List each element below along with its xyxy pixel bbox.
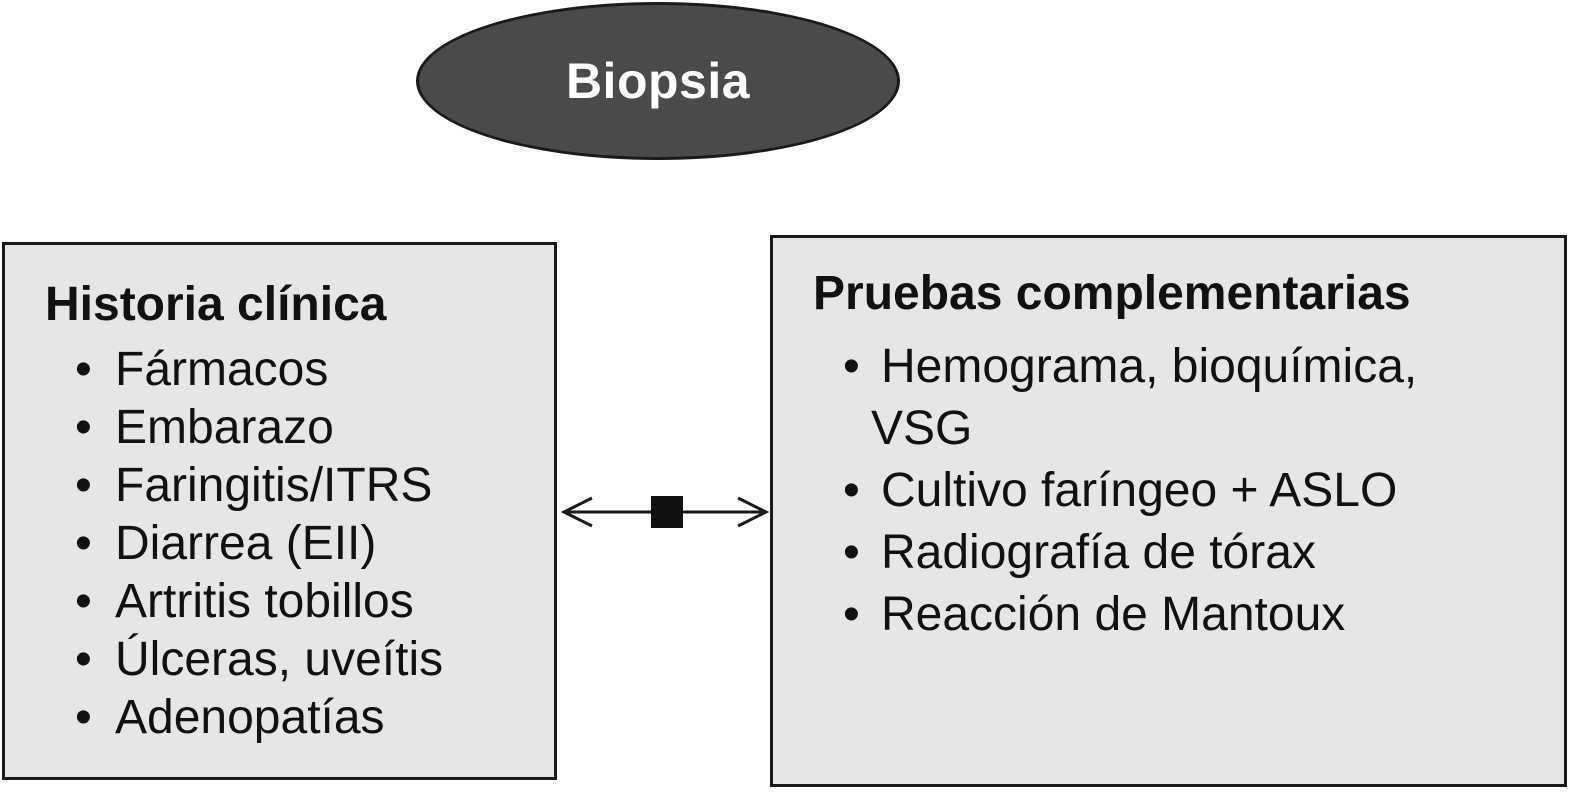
bullet-icon: •: [843, 464, 860, 517]
bullet-icon: •: [75, 633, 92, 686]
double-arrow-connector: [560, 496, 770, 528]
historia-clinica-list: •Fármacos •Embarazo •Faringitis/ITRS •Di…: [75, 341, 443, 747]
historia-clinica-title: Historia clínica: [45, 278, 387, 331]
list-item: •Úlceras, uveítis: [75, 631, 443, 689]
biopsia-node: Biopsia: [416, 2, 900, 160]
pruebas-complementarias-box: Pruebas complementarias •Hemograma, bioq…: [770, 235, 1567, 787]
list-item-continuation: VSG: [871, 402, 973, 455]
list-item: •Faringitis/ITRS: [75, 457, 443, 515]
bullet-icon: •: [75, 343, 92, 396]
bullet-icon: •: [843, 526, 860, 579]
list-item: •Adenopatías: [75, 689, 443, 747]
bullet-icon: •: [75, 401, 92, 454]
connector-square-icon: [651, 496, 683, 528]
bullet-icon: •: [75, 517, 92, 570]
bullet-icon: •: [843, 588, 860, 641]
bullet-icon: •: [75, 691, 92, 744]
list-item: •Diarrea (EII): [75, 515, 443, 573]
arrow-left-icon: [560, 496, 593, 528]
list-item: •Fármacos: [75, 341, 443, 399]
list-item: •Reacción de Mantoux: [843, 584, 1417, 646]
list-item: •Radiografía de tórax: [843, 522, 1417, 584]
list-item: •Artritis tobillos: [75, 573, 443, 631]
bullet-icon: •: [75, 459, 92, 512]
list-item: •Hemograma, bioquímica,VSG: [843, 336, 1417, 460]
list-item: •Embarazo: [75, 399, 443, 457]
bullet-icon: •: [843, 340, 860, 393]
pruebas-complementarias-title: Pruebas complementarias: [813, 267, 1411, 320]
pruebas-complementarias-list: •Hemograma, bioquímica,VSG •Cultivo farí…: [843, 336, 1417, 646]
arrow-right-icon: [737, 496, 770, 528]
bullet-icon: •: [75, 575, 92, 628]
historia-clinica-box: Historia clínica •Fármacos •Embarazo •Fa…: [2, 242, 557, 780]
biopsia-label: Biopsia: [565, 53, 751, 109]
list-item: •Cultivo faríngeo + ASLO: [843, 460, 1417, 522]
